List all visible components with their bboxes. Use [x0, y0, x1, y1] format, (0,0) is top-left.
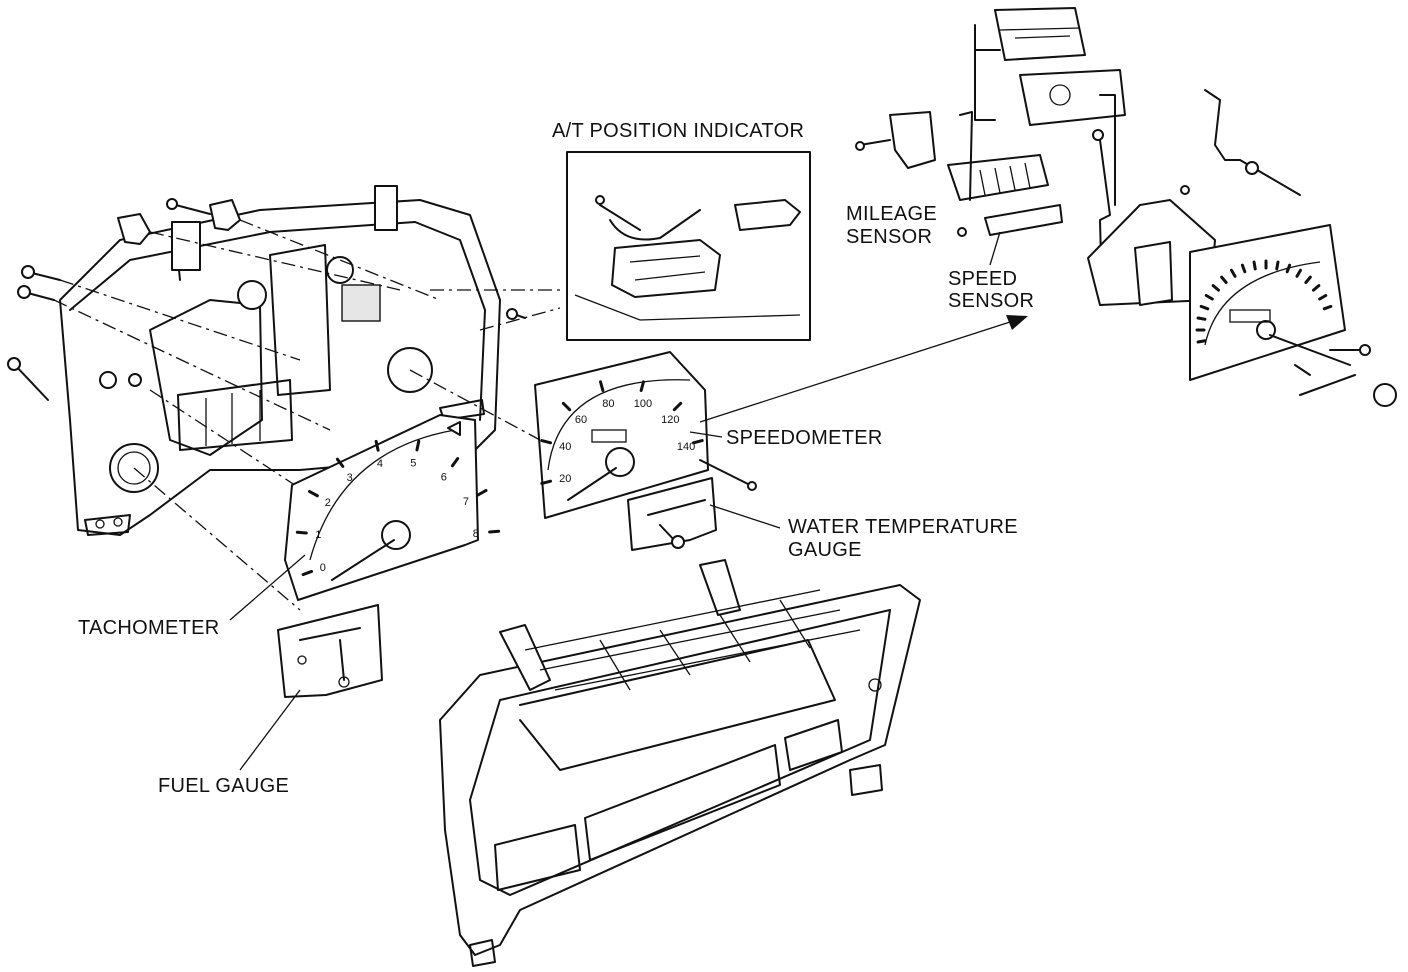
right-speedometer-tick — [1199, 304, 1210, 311]
right-speedometer-tick — [1311, 284, 1321, 292]
tachometer-dial-number: 2 — [325, 497, 331, 509]
speedometer-dial-number: 120 — [661, 414, 679, 426]
speedometer-dial-tick — [599, 380, 605, 393]
tachometer-dial-tick — [415, 439, 421, 452]
right-speedometer-tick — [1285, 263, 1292, 274]
speedometer-dial-number: 20 — [559, 473, 571, 485]
label-speed-sensor-line2: SENSOR — [948, 290, 1035, 312]
speedometer-dial-number: 40 — [559, 441, 571, 453]
speedometer-dial-plate: 20 40 60 80 100 120 140 — [534, 351, 757, 519]
label-speed-sensor-line1: SPEED — [948, 268, 1018, 290]
label-fuel-gauge: FUEL GAUGE — [158, 775, 290, 797]
right-speedometer-tick — [1275, 260, 1280, 271]
right-speedometer-tick — [1252, 260, 1257, 271]
label-water-temperature-line2: GAUGE — [788, 539, 862, 561]
right-speedometer-tick — [1196, 316, 1207, 321]
tachometer-dial-number: 6 — [441, 471, 447, 483]
right-speedometer-tick — [1211, 284, 1221, 292]
tachometer-dial-number: 7 — [463, 496, 469, 508]
tachometer-dial-number: 1 — [315, 529, 321, 541]
tachometer-dial-number: 0 — [320, 562, 326, 574]
arrow-head — [1006, 315, 1028, 330]
right-speedometer-tick — [1295, 268, 1302, 278]
tachometer-dial-tick — [301, 569, 314, 577]
label-mileage-sensor-line2: SENSOR — [846, 226, 933, 248]
alignment-lines — [53, 219, 561, 611]
tachometer-dial-tick — [450, 457, 460, 468]
tachometer-dial-tick — [335, 457, 345, 468]
speedometer-dial-tick — [540, 479, 553, 485]
speedometer-dial-tick — [691, 439, 704, 445]
label-water-temperature-line1: WATER TEMPERATURE — [788, 516, 1018, 538]
speedometer-dial-tick — [561, 401, 572, 412]
label-speedometer: SPEEDOMETER — [726, 427, 883, 449]
speedometer-dial-numbers: 20 40 60 80 100 120 140 — [540, 380, 704, 485]
speedometer-dial-tick — [540, 439, 553, 445]
tachometer-dial-number: 8 — [473, 528, 479, 540]
tachometer-dial-numbers: 0 1 2 3 4 5 6 7 8 — [295, 439, 501, 577]
water-temperature-gauge-plate — [627, 477, 717, 551]
speedometer-dial-tick — [639, 380, 645, 393]
label-at-position-indicator: A/T POSITION INDICATOR — [552, 120, 805, 142]
right-speedometer-tick — [1240, 263, 1247, 274]
at-position-indicator-inset — [566, 151, 811, 341]
speedometer-to-sensor-arrow — [699, 321, 1011, 423]
right-speedometer-tick — [1196, 339, 1207, 344]
speedometer-dial-number: 100 — [634, 398, 652, 410]
fuel-gauge-plate — [277, 604, 383, 698]
speedometer-dial-number: 140 — [677, 441, 695, 453]
tachometer-dial-tick — [476, 488, 488, 497]
right-speedometer-tick — [1322, 304, 1333, 311]
tachometer-dial-tick — [488, 529, 501, 534]
speedometer-assembly-right — [1087, 89, 1397, 407]
label-leader-lines — [229, 231, 1001, 771]
tachometer-dial-tick — [295, 530, 308, 535]
label-mileage-sensor-line1: MILEAGE — [846, 203, 938, 225]
right-speedometer-tick — [1318, 294, 1328, 301]
cluster-front-bezel — [439, 559, 921, 967]
tachometer-dial-number: 3 — [347, 472, 353, 484]
tachometer-dial-number: 5 — [410, 458, 416, 470]
tachometer-dial-plate: 0 1 2 3 4 5 6 7 8 — [284, 414, 501, 601]
speedometer-dial-number: 80 — [602, 398, 614, 410]
right-speedometer-tick — [1304, 275, 1312, 285]
right-speedometer-tick — [1220, 275, 1228, 285]
mileage-and-speed-sensor-assembly — [855, 7, 1126, 301]
tachometer-dial-number: 4 — [377, 458, 383, 470]
speedometer-dial-number: 60 — [575, 414, 587, 426]
label-tachometer: TACHOMETER — [78, 617, 220, 639]
tachometer-dial-tick — [307, 489, 319, 498]
right-speedometer-tick — [1204, 294, 1214, 301]
bulbs-and-screws-left — [7, 198, 526, 401]
right-speedometer-tick — [1230, 268, 1237, 278]
tachometer-dial-tick — [374, 439, 380, 452]
right-speedometer-ticks — [1195, 259, 1333, 344]
speedometer-dial-tick — [672, 401, 683, 412]
